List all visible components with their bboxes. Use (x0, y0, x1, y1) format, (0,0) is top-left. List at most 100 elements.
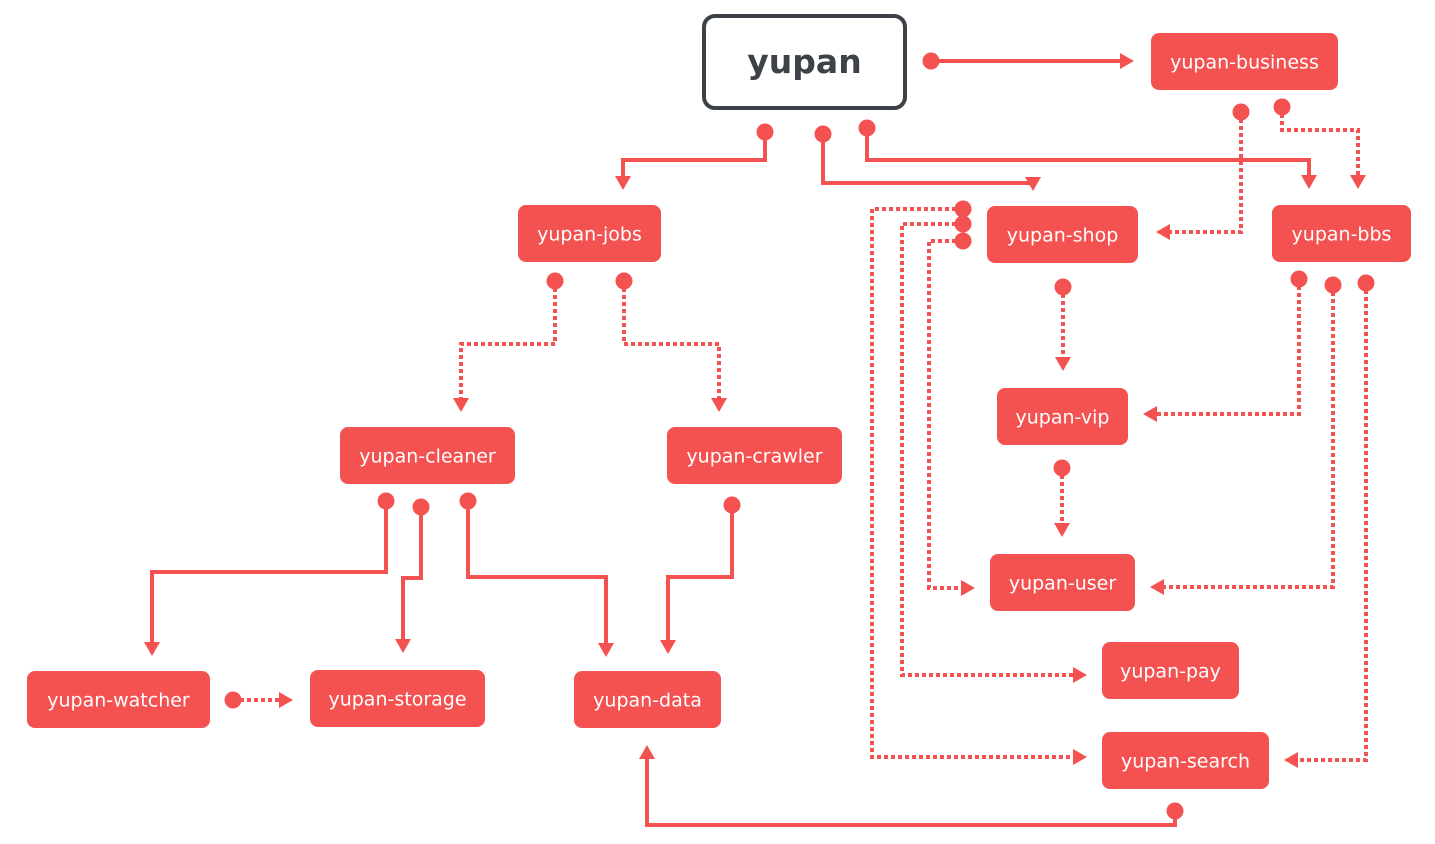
edge-line (401, 507, 423, 641)
node-box (1102, 642, 1239, 699)
edge-bbs-to-search (1284, 274, 1375, 768)
edge-cleaner-to-data (459, 492, 614, 657)
edge-arrowhead (961, 580, 975, 596)
edge-arrowhead (1120, 53, 1134, 69)
edge-arrowhead (1025, 177, 1041, 191)
edge-line (622, 281, 721, 400)
edge-shop-to-search (870, 200, 1087, 765)
edge-cleaner-to-watcher (144, 492, 395, 656)
edge-arrowhead (1284, 752, 1298, 768)
edge-start-dot (1054, 278, 1072, 296)
edge-start-dot (756, 123, 774, 141)
edge-start-dot (1166, 802, 1184, 820)
edge-business-to-bbs (1273, 98, 1366, 189)
node-box (310, 670, 485, 727)
edge-arrowhead (144, 642, 160, 656)
node-storage: yupan-storage (310, 670, 485, 727)
node-yupan: yupan (702, 14, 907, 110)
edge-arrowhead (1054, 523, 1070, 537)
edge-line (459, 281, 557, 400)
node-box (1151, 33, 1338, 90)
edge-start-dot (615, 272, 633, 290)
edge-start-dot (723, 496, 741, 514)
node-label: yupan-user (1009, 573, 1117, 595)
node-label: yupan-business (1170, 52, 1319, 74)
node-box (1102, 732, 1269, 789)
node-label: yupan-vip (1016, 407, 1110, 429)
edge-line (865, 128, 1311, 177)
node-box (574, 671, 721, 728)
edge-start-dot (1232, 103, 1250, 121)
edge-arrowhead (711, 398, 727, 412)
edge-shop-to-pay (900, 215, 1087, 683)
edge-line (645, 757, 1177, 827)
edge-start-dot (1273, 98, 1291, 116)
edge-start-dot (459, 492, 477, 510)
edge-arrowhead (395, 639, 411, 653)
edge-line (150, 501, 388, 644)
node-label: yupan-pay (1120, 661, 1221, 683)
node-user: yupan-user (990, 554, 1135, 611)
edge-watcher-to-storage (224, 691, 293, 709)
edge-search-to-data (639, 745, 1184, 827)
nodes-layer: yupan yupan-business yupan-jobs yupan-shop y… (27, 14, 1411, 789)
node-search: yupan-search (1102, 732, 1269, 789)
edge-line (870, 207, 1075, 759)
node-crawler: yupan-crawler (667, 427, 842, 484)
edges-layer (144, 52, 1375, 827)
node-box (702, 14, 907, 110)
node-box (340, 427, 515, 484)
node-box (667, 427, 842, 484)
edge-line (927, 239, 963, 590)
edge-start-dot (814, 125, 832, 143)
node-label: yupan-storage (328, 689, 466, 711)
node-cleaner: yupan-cleaner (340, 427, 515, 484)
edge-start-dot (954, 215, 972, 233)
node-label: yupan-shop (1007, 225, 1119, 247)
node-label: yupan-search (1121, 751, 1250, 773)
node-label: yupan-jobs (537, 224, 642, 246)
edge-arrowhead (639, 745, 655, 759)
edge-start-dot (954, 232, 972, 250)
edge-line (1162, 285, 1335, 589)
edge-arrowhead (598, 643, 614, 657)
node-label: yupan (747, 42, 861, 81)
edge-line (1296, 283, 1368, 762)
edge-start-dot (546, 272, 564, 290)
edge-arrowhead (1156, 224, 1170, 240)
node-box (518, 205, 661, 262)
edge-crawler-to-data (660, 496, 741, 654)
edge-arrowhead (1073, 749, 1087, 765)
edge-cleaner-to-storage (395, 498, 430, 653)
edge-arrowhead (615, 176, 631, 190)
edge-start-dot (954, 200, 972, 218)
edge-start-dot (1357, 274, 1375, 292)
edge-shop-to-vip (1054, 278, 1072, 371)
node-box (990, 554, 1135, 611)
node-pay: yupan-pay (1102, 642, 1239, 699)
node-label: yupan-bbs (1292, 224, 1392, 246)
edge-start-dot (412, 498, 430, 516)
edge-start-dot (224, 691, 242, 709)
node-vip: yupan-vip (997, 388, 1128, 445)
edge-start-dot (922, 52, 940, 70)
edge-arrowhead (1073, 667, 1087, 683)
node-shop: yupan-shop (987, 206, 1138, 263)
edge-arrowhead (453, 398, 469, 412)
edge-line (1280, 107, 1360, 177)
node-label: yupan-cleaner (359, 446, 496, 468)
node-watcher: yupan-watcher (27, 671, 210, 728)
edge-arrowhead (1143, 406, 1157, 422)
node-data: yupan-data (574, 671, 721, 728)
edge-line (1168, 112, 1243, 234)
edge-line (1155, 279, 1301, 416)
edge-shop-to-user (927, 232, 975, 596)
node-box (27, 671, 210, 728)
edge-start-dot (1053, 459, 1071, 477)
edge-line (466, 501, 608, 645)
edge-start-dot (377, 492, 395, 510)
edge-yupan-to-jobs (615, 123, 774, 190)
node-box (1272, 205, 1411, 262)
edge-arrowhead (279, 692, 293, 708)
